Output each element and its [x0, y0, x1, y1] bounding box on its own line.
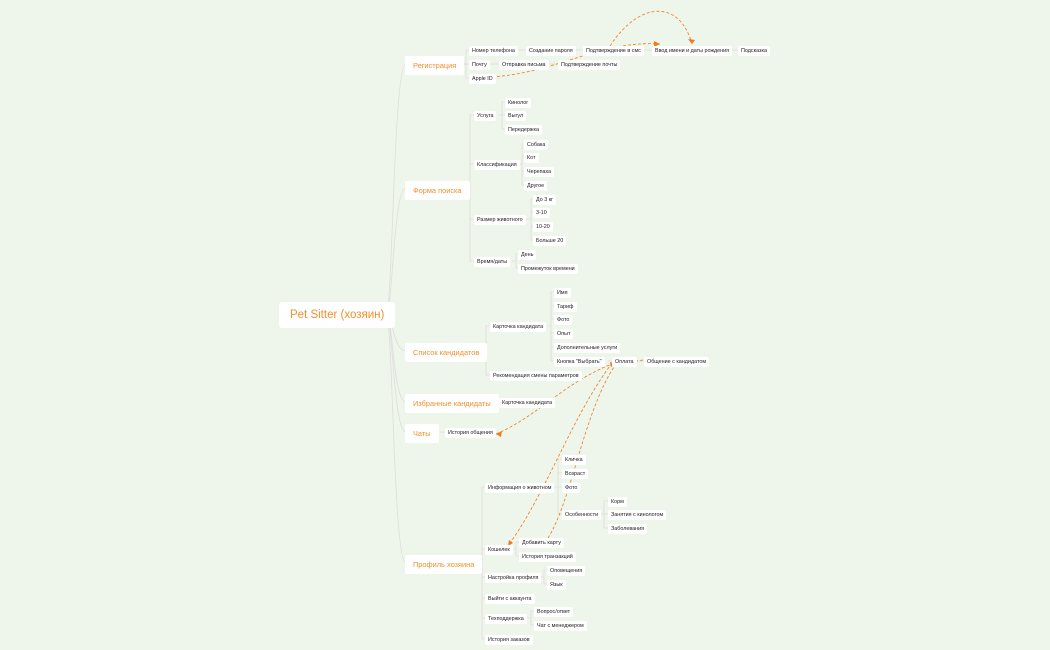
node-confirm-email[interactable]: Подтверждение почты	[558, 60, 621, 70]
relation-payment-to-wallet	[507, 362, 613, 547]
node-cynologist[interactable]: Кинолог	[505, 98, 532, 108]
branch-favorites[interactable]: Избранные кандидаты	[405, 394, 499, 413]
node-nickname[interactable]: Кличка	[562, 455, 586, 465]
node-support[interactable]: Техподдержка	[485, 614, 527, 624]
node-create-password[interactable]: Создание пароля	[526, 46, 576, 56]
node-classification[interactable]: Классификация	[474, 160, 520, 170]
node-food[interactable]: Корм	[608, 497, 627, 507]
node-choose-button[interactable]: Кнопка "Выбрать"	[554, 357, 605, 367]
node-time-period[interactable]: Промежуток времени	[518, 264, 578, 274]
node-pet-info[interactable]: Информация о животном	[485, 483, 555, 493]
branch-registration[interactable]: Регистрация	[405, 56, 465, 75]
node-overexposure[interactable]: Передержка	[505, 125, 542, 135]
node-faq[interactable]: Вопрос/ответ	[534, 607, 574, 617]
node-phone-number[interactable]: Номер телефона	[469, 46, 518, 56]
node-notifications[interactable]: Оповещения	[547, 566, 586, 576]
node-service[interactable]: Услуга	[474, 111, 497, 121]
node-day[interactable]: День	[518, 250, 537, 260]
node-confirm-sms[interactable]: Подтверждение в смс	[583, 46, 644, 56]
branch-chats[interactable]: Чаты	[405, 424, 439, 443]
node-tariff[interactable]: Тариф	[554, 302, 577, 312]
node-size-3-10[interactable]: 3-10	[533, 208, 550, 218]
root-topic[interactable]: Pet Sitter (хозяин)	[279, 302, 396, 328]
node-pet-size[interactable]: Размер животного	[474, 215, 526, 225]
node-profile-settings[interactable]: Настройка профиля	[485, 573, 542, 583]
node-chat-with-candidate[interactable]: Общение с кандидатом	[644, 357, 710, 367]
node-features[interactable]: Особенности	[562, 510, 602, 520]
node-photo[interactable]: Фото	[554, 315, 573, 325]
node-enter-name-birthdate[interactable]: Ввод имени и даты рождения	[652, 46, 733, 56]
branch-candidates-list[interactable]: Список кандидатов	[405, 343, 488, 362]
node-wallet[interactable]: Кошелек	[485, 545, 513, 555]
node-manager-chat[interactable]: Чат с менеджером	[534, 621, 587, 631]
node-walking[interactable]: Выгул	[505, 111, 527, 121]
node-turtle[interactable]: Черепаха	[524, 167, 555, 177]
relation-payment-to-chat-candidate	[636, 359, 644, 362]
node-apple-id[interactable]: Apple ID	[469, 74, 496, 84]
branch-search-form[interactable]: Форма поиска	[405, 181, 470, 200]
branch-owner-profile[interactable]: Профиль хозяина	[405, 555, 483, 574]
relation-apple-to-name	[491, 43, 661, 78]
node-name[interactable]: Имя	[554, 288, 571, 298]
node-age[interactable]: Возраст	[562, 469, 589, 479]
node-candidate-card[interactable]: Карточка кандидата	[490, 322, 547, 332]
node-diseases[interactable]: Заболевания	[608, 524, 648, 534]
relation-sms-to-name	[609, 10, 693, 47]
node-payment[interactable]: Оплата	[612, 357, 637, 367]
node-order-history[interactable]: История заказов	[485, 635, 533, 645]
node-size-10-20[interactable]: 10-20	[533, 222, 553, 232]
node-size-over-20[interactable]: Больше 20	[533, 236, 567, 246]
node-time-dates[interactable]: Время/даты	[474, 257, 511, 267]
node-cynologist-lessons[interactable]: Занятия с кинологом	[608, 510, 667, 520]
relation-addcard-to-payment	[547, 363, 617, 539]
node-other[interactable]: Другое	[524, 181, 548, 191]
node-add-card[interactable]: Добавить карту	[519, 538, 564, 548]
node-language[interactable]: Язык	[547, 580, 566, 590]
node-experience[interactable]: Опыт	[554, 329, 574, 339]
node-parameter-recommendation[interactable]: Рекомендация смены параметров	[490, 371, 582, 381]
node-size-up-to-3kg[interactable]: До 3 кг	[533, 195, 557, 205]
relation-arrows	[491, 10, 693, 547]
node-transaction-history[interactable]: История транзакций	[519, 552, 576, 562]
node-hint[interactable]: Подсказка	[738, 46, 770, 56]
node-email[interactable]: Почту	[469, 60, 490, 70]
node-extra-services[interactable]: Дополнительные услуги	[554, 343, 621, 353]
node-chat-history[interactable]: История общения	[445, 428, 496, 438]
node-pet-photo[interactable]: Фото	[562, 483, 581, 493]
node-send-letter[interactable]: Отправка письма	[499, 60, 549, 70]
node-logout[interactable]: Выйти с аккаунта	[485, 594, 535, 604]
node-favorite-candidate-card[interactable]: Карточка кандидата	[499, 398, 556, 408]
node-cat[interactable]: Кот	[524, 153, 539, 163]
node-dog[interactable]: Собака	[524, 140, 549, 150]
